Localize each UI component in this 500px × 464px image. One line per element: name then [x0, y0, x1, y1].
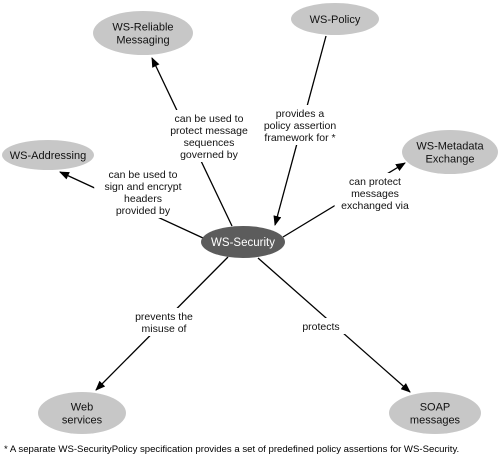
edge-label-background	[163, 110, 255, 162]
node-reliable-label-line: WS-Reliable	[112, 22, 173, 34]
edge-label-metadata-line: can protect	[349, 176, 401, 188]
node-webservices-label-line: services	[62, 415, 103, 427]
edge-label-background	[294, 318, 348, 334]
edge-label-soap: protects	[302, 321, 339, 333]
edge-label-reliable-line: protect message	[170, 125, 248, 137]
edge-label-soap-line: protects	[302, 321, 339, 333]
edge-label-metadata-line: messages	[351, 188, 399, 200]
node-metadata-label-line: Exchange	[426, 154, 475, 166]
edge-label-background	[94, 166, 192, 218]
edge-label-background	[334, 173, 416, 213]
node-ws-security: WS-Security	[201, 226, 285, 258]
node-metadata-shape	[402, 130, 498, 174]
edge-label-webservices-line: misuse of	[142, 323, 187, 335]
edge-label-addressing-line: sign and encrypt	[104, 181, 181, 193]
node-policy-label: WS-Policy	[310, 14, 361, 26]
node-ws-security-label: WS-Security	[211, 237, 275, 249]
node-addressing-label-line: WS-Addressing	[10, 150, 86, 162]
edge-label-webservices-line: prevents the	[135, 311, 193, 323]
edge-label-addressing-line: can be used to	[109, 169, 178, 181]
node-policy-shape	[291, 3, 379, 35]
edge-label-addressing-line: provided by	[116, 205, 171, 217]
node-webservices-label-line: Web	[71, 402, 93, 414]
edge-label-center-line: provides a	[276, 108, 325, 120]
node-addressing: WS-Addressing	[2, 140, 94, 170]
edge-label-reliable-line: sequences	[184, 137, 235, 149]
edge-label-reliable-line: can be used to	[175, 113, 244, 125]
node-policy: WS-Policy	[291, 3, 379, 35]
node-ws-security-shape	[201, 226, 285, 258]
edge-label-background	[126, 308, 202, 336]
edge-label-addressing-line: headers	[124, 193, 162, 205]
node-webservices-shape	[38, 392, 126, 434]
edge-label-center-line: policy assertion	[264, 120, 337, 132]
edge-label-background	[251, 105, 349, 145]
edge-label-reliable-line: governed by	[180, 149, 239, 161]
footnote: * A separate WS-SecurityPolicy specifica…	[4, 444, 460, 455]
node-soap-shape	[389, 392, 481, 434]
node-soap-label-line: SOAP	[420, 402, 451, 414]
edge-label-metadata-line: exchanged via	[341, 200, 409, 212]
node-addressing-label: WS-Addressing	[10, 150, 86, 162]
node-addressing-shape	[2, 140, 94, 170]
node-reliable-shape	[93, 11, 193, 55]
node-policy-label-line: WS-Policy	[310, 14, 361, 26]
node-metadata-label-line: WS-Metadata	[416, 141, 484, 153]
node-reliable-label-line: Messaging	[116, 35, 169, 47]
node-soap-label-line: messages	[410, 415, 461, 427]
edge-label-center-line: framework for *	[264, 132, 335, 144]
